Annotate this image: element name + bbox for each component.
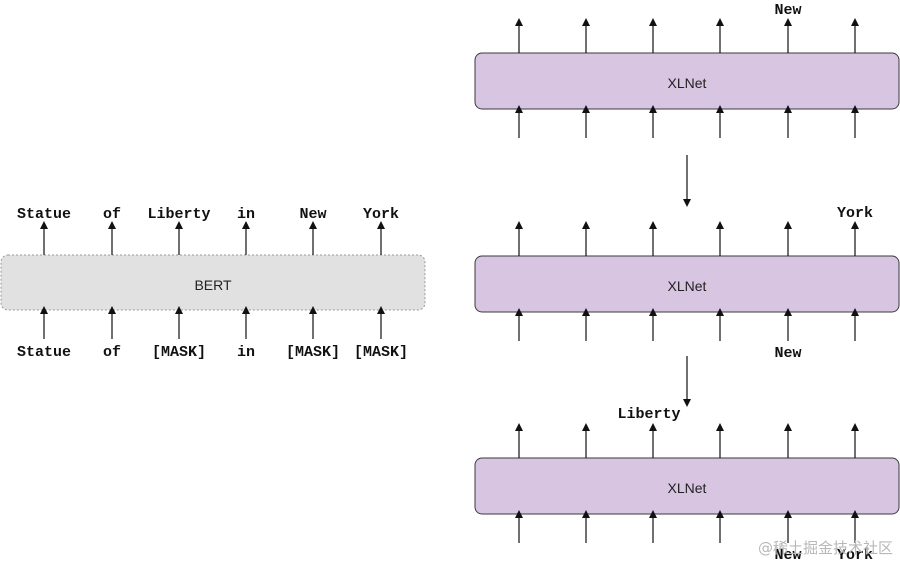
bert-input-token: Statue [17,344,71,361]
bert-input-tokens: Statue of [MASK] in [MASK] [MASK] [17,344,408,361]
xlnet-label: XLNet [668,75,707,91]
xlnet-input-token: New [774,547,801,563]
xlnet-box [474,52,900,110]
bert-box [0,254,426,311]
xlnet-arrows [515,18,859,138]
bert-output-token: New [299,206,326,223]
watermark-text: @稀土掘金技术社区 [758,539,893,557]
bert-label: BERT [194,277,232,293]
bert-output-token: of [103,206,121,223]
xlnet-input-token: New [774,345,801,362]
xlnet-step-2: XLNet York New [474,205,900,362]
xlnet-output-token: New [774,2,801,19]
xlnet-arrows [515,221,859,341]
xlnet-box [474,255,900,313]
xlnet-output-token: York [837,205,873,222]
bert-input-token: [MASK] [354,344,408,361]
xlnet-label: XLNet [668,480,707,496]
bert-input-token: of [103,344,121,361]
bert-block: BERT Statue of Liberty in New York Statu… [0,206,426,361]
xlnet-step-3: XLNet Liberty New York [474,406,900,563]
xlnet-box [474,457,900,515]
bert-output-token: Liberty [147,206,210,223]
bert-output-token: York [363,206,399,223]
xlnet-label: XLNet [668,278,707,294]
bert-arrows [40,221,385,339]
xlnet-step-1: XLNet New [474,2,900,138]
bert-output-tokens: Statue of Liberty in New York [17,206,399,223]
xlnet-output-token: Liberty [617,406,680,423]
bert-input-token: [MASK] [286,344,340,361]
bert-output-token: in [237,206,255,223]
bert-input-token: in [237,344,255,361]
bert-input-token: [MASK] [152,344,206,361]
xlnet-input-token: York [837,547,873,563]
bert-output-token: Statue [17,206,71,223]
xlnet-arrows [515,423,859,543]
